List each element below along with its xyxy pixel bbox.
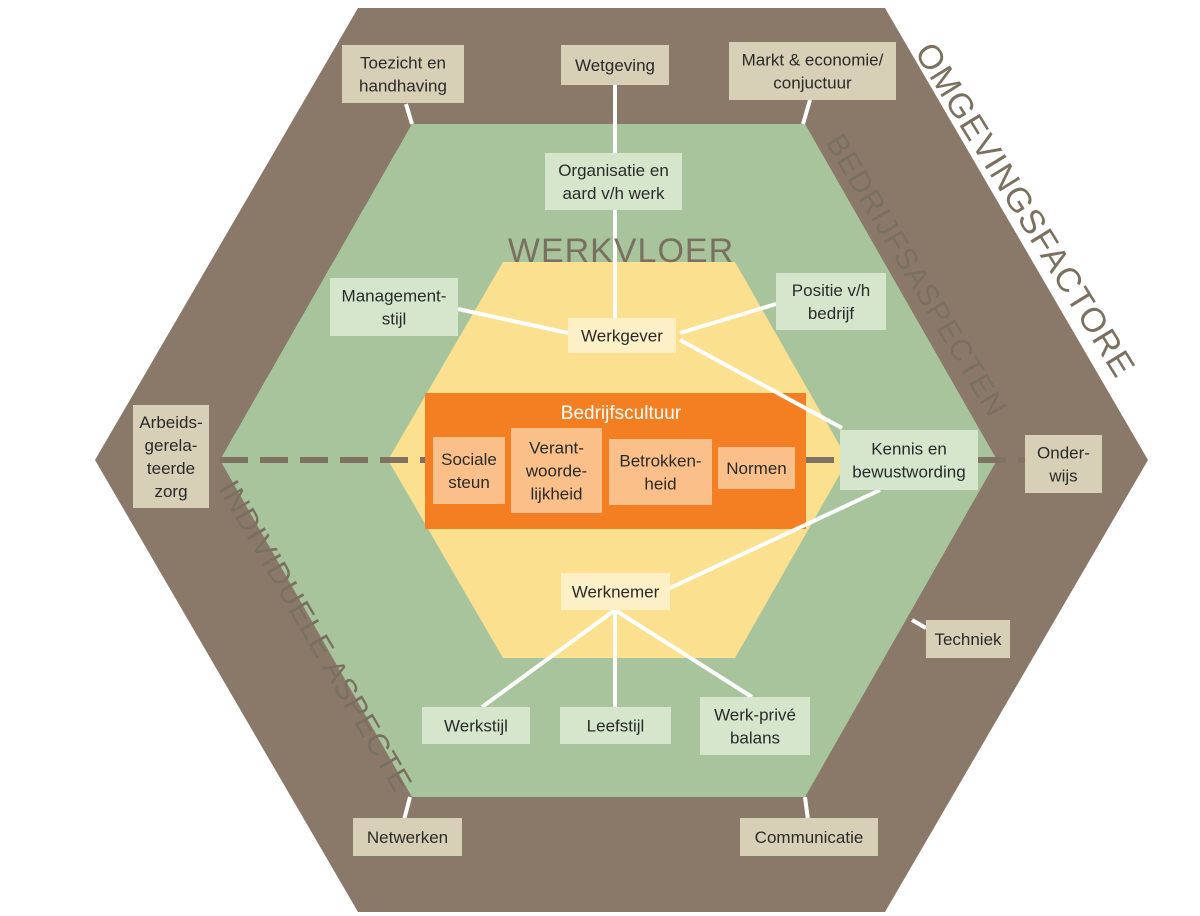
label-bedrijfscultuur: Bedrijfscultuur [561, 403, 682, 424]
label-line: aard v/h werk [562, 184, 665, 203]
box-toezicht-en-handhaving: Toezicht en handhaving [342, 45, 464, 103]
label-line: Toezicht en [360, 54, 446, 73]
label-line: Techniek [934, 630, 1002, 649]
box-leefstijl: Leefstijl [560, 707, 671, 744]
label-line: Betrokken- [619, 452, 701, 471]
label-line: gerela- [145, 436, 198, 455]
box-werkgever: Werkgever [568, 318, 676, 353]
box-werk-prive-balans-label: Werk-privé balans [714, 706, 796, 748]
label-line: teerde [147, 459, 195, 478]
box-organisatie-en-aard-werk-label: Organisatie en aard v/h werk [558, 161, 669, 203]
label-line: bewustwording [852, 463, 965, 482]
box-positie-bedrijf: Positie v/h bedrijf [776, 273, 886, 330]
label-line: lijkheid [531, 485, 583, 504]
label-line: Werkgever [581, 327, 663, 346]
label-line: Arbeids- [139, 413, 202, 432]
label-line: woorde- [525, 462, 587, 481]
label-line: Werknemer [572, 583, 660, 602]
label-line: wijs [1048, 467, 1077, 486]
box-werkstijl-label: Werkstijl [444, 717, 508, 736]
label-line: Management- [342, 287, 447, 306]
box-communicatie: Communicatie [740, 818, 878, 856]
box-netwerken: Netwerken [353, 818, 462, 856]
box-kennis-en-bewustwording-label: Kennis en bewustwording [852, 440, 965, 482]
box-leefstijl-label: Leefstijl [587, 717, 645, 736]
label-line: bedrijf [808, 304, 855, 323]
box-normen: Normen [718, 447, 795, 489]
label-line: conjuctuur [773, 74, 852, 93]
box-markt-en-economie-label: Markt & economie/conjuctuur [742, 51, 884, 93]
box-organisatie-en-aard-werk: Organisatie en aard v/h werk [545, 153, 682, 210]
label-line: Werkstijl [444, 717, 508, 736]
label-line: Onder- [1037, 444, 1090, 463]
box-werkstijl: Werkstijl [422, 707, 530, 744]
box-toezicht-en-handhaving-label: Toezicht en handhaving [359, 54, 447, 96]
box-betrokkenheid-label: Betrokken-heid [619, 452, 701, 494]
label-line: Normen [726, 459, 786, 478]
label-werkvloer: WERKVLOER [508, 232, 734, 270]
box-normen-label: Normen [726, 459, 786, 478]
box-onderwijs-label: Onder-wijs [1037, 444, 1090, 486]
label-line: Verant- [529, 439, 584, 458]
label-line: zorg [154, 482, 187, 501]
label-line: Werk-privé [714, 706, 796, 725]
box-arbeidsgerelateerde-zorg-label: Arbeids-gerela-teerde zorg [139, 413, 202, 501]
box-kennis-en-bewustwording: Kennis en bewustwording [840, 430, 978, 490]
box-betrokkenheid: Betrokken-heid [609, 439, 712, 505]
box-werknemer-label: Werknemer [572, 583, 660, 602]
box-positie-bedrijf-label: Positie v/h bedrijf [792, 281, 870, 323]
box-arbeidsgerelateerde-zorg: Arbeids-gerela-teerde zorg [133, 405, 209, 508]
label-line: steun [448, 473, 490, 492]
box-communicatie-label: Communicatie [755, 828, 864, 847]
label-line: Positie v/h [792, 281, 870, 300]
label-line: Organisatie en [558, 161, 669, 180]
box-managementstijl: Management-stijl [330, 278, 458, 336]
box-verantwoordelijkheid: Verant-woorde-lijkheid [511, 428, 602, 513]
box-techniek: Techniek [926, 620, 1010, 658]
box-techniek-label: Techniek [934, 630, 1002, 649]
label-line: Markt & economie/ [742, 51, 884, 70]
label-line: heid [644, 475, 676, 494]
label-line: Wetgeving [575, 56, 655, 75]
box-werknemer: Werknemer [561, 573, 670, 610]
box-wetgeving-label: Wetgeving [575, 56, 655, 75]
box-onderwijs: Onder-wijs [1025, 435, 1102, 493]
label-line: Communicatie [755, 828, 864, 847]
label-line: Leefstijl [587, 717, 645, 736]
box-werkgever-label: Werkgever [581, 327, 663, 346]
box-verantwoordelijkheid-label: Verant-woorde-lijkheid [525, 439, 587, 504]
connector-lines [402, 85, 927, 821]
box-sociale-steun: Sociale steun [433, 437, 505, 504]
box-werk-prive-balans: Werk-privé balans [700, 697, 810, 755]
box-netwerken-label: Netwerken [367, 828, 448, 847]
box-managementstijl-label: Management-stijl [342, 287, 447, 329]
label-line: handhaving [359, 77, 447, 96]
label-line: balans [730, 729, 780, 748]
box-sociale-steun-label: Sociale steun [441, 450, 497, 492]
label-line: Netwerken [367, 828, 448, 847]
label-line: Sociale [441, 450, 497, 469]
box-wetgeving: Wetgeving [561, 45, 669, 85]
label-line: stijl [382, 310, 407, 329]
label-line: Kennis en [871, 440, 947, 459]
box-markt-en-economie: Markt & economie/conjuctuur [729, 42, 896, 100]
